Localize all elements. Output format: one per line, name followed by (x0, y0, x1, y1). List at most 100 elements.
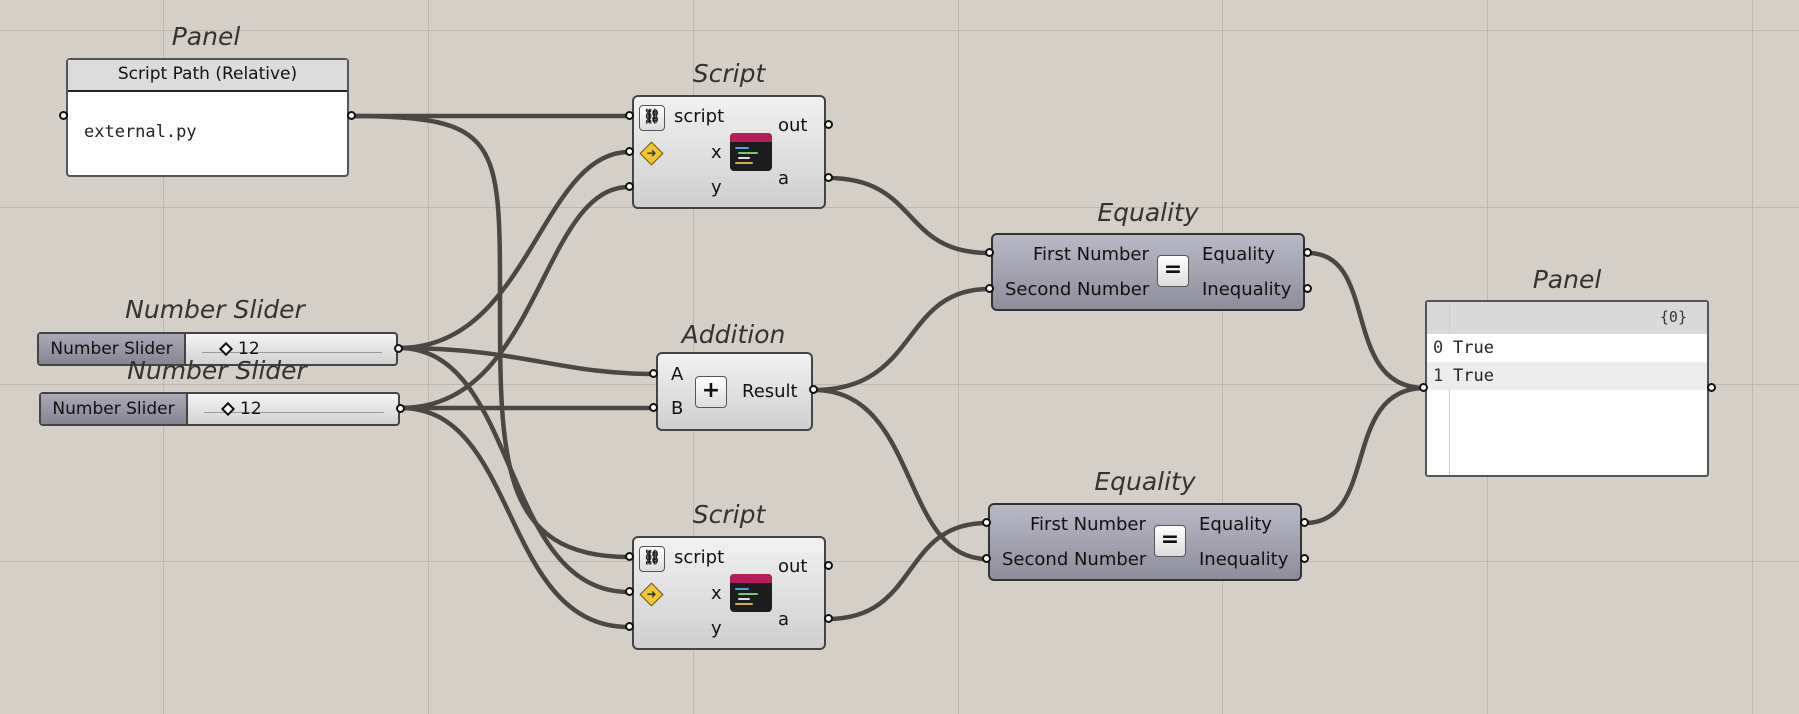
row-value: True (1453, 366, 1494, 386)
panel-text[interactable]: external.py (84, 122, 197, 142)
grid-line (0, 384, 1799, 385)
wire-eq-bottom-to-panel (1302, 385, 1428, 526)
panel-header: Script Path (Relative) (68, 60, 347, 92)
slider-handle[interactable] (220, 401, 236, 417)
input-grip[interactable] (625, 182, 634, 191)
output-grip[interactable] (1300, 554, 1309, 563)
input-label-second-number: Second Number (1002, 549, 1147, 570)
slider-track[interactable] (204, 406, 384, 413)
input-label-x: x (711, 583, 722, 604)
grid-line (958, 0, 959, 714)
code-editor-icon[interactable] (730, 574, 772, 612)
number-slider[interactable]: Number Slider 12 (39, 392, 400, 426)
output-grip[interactable] (396, 404, 405, 413)
input-label-y: y (711, 618, 722, 639)
output-label-a: a (778, 609, 790, 630)
script-component[interactable]: ⛓ script ➜ x y out a (632, 536, 826, 650)
input-grip[interactable] (982, 554, 991, 563)
link-icon[interactable]: ⛓ (639, 546, 665, 572)
result-panel[interactable]: {0} 0 True 1 True (1425, 300, 1709, 477)
output-grip[interactable] (394, 344, 403, 353)
input-grip[interactable] (59, 111, 68, 120)
wire-script-top-a-to-eq-top-first (825, 175, 992, 256)
wire-addition-to-eq-bottom-second (811, 387, 990, 562)
equals-icon[interactable]: = (1154, 525, 1186, 557)
component-title: Script (692, 59, 766, 88)
grid-line (428, 0, 429, 714)
panel-row: 1 True (1427, 362, 1707, 390)
wire-script-bottom-a-to-eq-bottom-first (825, 520, 990, 622)
addition-component[interactable]: A B + Result (656, 352, 813, 431)
output-grip[interactable] (1303, 248, 1312, 257)
script-component[interactable]: ⛓ script ➜ x y out a (632, 95, 826, 209)
slider-value: 12 (240, 399, 262, 419)
input-grip[interactable] (1419, 383, 1428, 392)
output-grip[interactable] (824, 120, 833, 129)
output-grip[interactable] (824, 561, 833, 570)
wire-eq-top-to-panel (1305, 250, 1428, 391)
output-grip[interactable] (809, 385, 818, 394)
input-label-y: y (711, 177, 722, 198)
input-label-b: B (671, 398, 684, 419)
output-grip[interactable] (824, 614, 833, 623)
equality-component[interactable]: First Number Second Number = Equality In… (991, 233, 1305, 311)
input-label-first-number: First Number (1033, 244, 1149, 265)
input-label-second-number: Second Number (1005, 279, 1150, 300)
input-label-a: A (671, 364, 684, 385)
input-label-x: x (711, 142, 722, 163)
output-label-result: Result (742, 381, 798, 402)
plus-icon[interactable]: + (695, 376, 727, 408)
slider-label: Number Slider (41, 394, 188, 424)
output-grip[interactable] (1300, 518, 1309, 527)
path-panel[interactable]: Script Path (Relative) external.py (66, 58, 349, 177)
input-grip[interactable] (625, 622, 634, 631)
number-slider[interactable]: Number Slider 12 (37, 332, 398, 366)
output-grip[interactable] (1303, 284, 1312, 293)
output-label-out: out (778, 115, 808, 136)
slider-title: Number Slider (127, 356, 307, 385)
panel-title: Panel (171, 22, 241, 51)
output-grip[interactable] (347, 111, 356, 120)
output-label-equality: Equality (1199, 514, 1272, 535)
slider-label: Number Slider (39, 334, 186, 364)
component-title: Script (692, 500, 766, 529)
row-value: True (1453, 338, 1494, 358)
grid-line (1222, 0, 1223, 714)
input-grip[interactable] (982, 518, 991, 527)
input-grip[interactable] (625, 552, 634, 561)
input-label-first-number: First Number (1030, 514, 1146, 535)
output-grip[interactable] (1707, 383, 1716, 392)
input-grip[interactable] (625, 111, 634, 120)
input-grip[interactable] (649, 403, 658, 412)
output-label-out: out (778, 556, 808, 577)
wire-slider-a-to-script-bottom-x (396, 345, 632, 595)
slider-handle[interactable] (218, 341, 234, 357)
wire-path-to-script-bottom (349, 113, 632, 560)
panel-row: 0 True (1427, 334, 1707, 362)
output-grip[interactable] (824, 173, 833, 182)
arrow-icon: ➜ (646, 587, 657, 601)
link-icon[interactable]: ⛓ (639, 105, 665, 131)
output-label-inequality: Inequality (1199, 549, 1289, 570)
equality-component[interactable]: First Number Second Number = Equality In… (988, 503, 1302, 581)
wire-slider-a-to-addition-a (396, 345, 656, 377)
input-grip[interactable] (985, 284, 994, 293)
grid-line (0, 561, 1799, 562)
code-editor-icon[interactable] (730, 133, 772, 171)
input-grip[interactable] (625, 587, 634, 596)
output-label-equality: Equality (1202, 244, 1275, 265)
grid-line (1752, 0, 1753, 714)
panel-path-header: {0} (1427, 302, 1707, 334)
input-grip[interactable] (649, 369, 658, 378)
grid-line (0, 30, 1799, 31)
slider-track[interactable] (202, 346, 382, 353)
slider-value: 12 (238, 339, 260, 359)
input-grip[interactable] (985, 248, 994, 257)
input-grip[interactable] (625, 147, 634, 156)
wire-addition-to-eq-top-second (811, 286, 992, 393)
equals-icon[interactable]: = (1157, 255, 1189, 287)
component-title: Equality (1097, 198, 1199, 227)
wire-slider-b-to-script-bottom-y (398, 405, 632, 630)
